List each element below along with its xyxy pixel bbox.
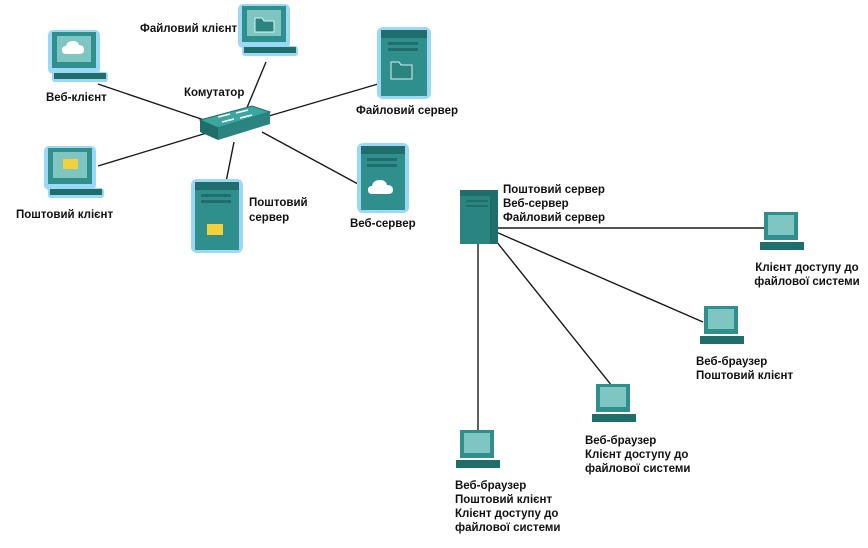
combined-server-icon <box>460 190 498 249</box>
client-d-computer-icon <box>456 430 502 477</box>
client-d-label-4: файлової системи <box>455 522 561 534</box>
file-client-label: Файловий клієнт <box>140 23 238 35</box>
client-c-label-3: файлової системи <box>585 463 691 475</box>
client-d-label-2: Поштовий клієнт <box>455 494 553 506</box>
link-file-server-switch <box>261 83 379 119</box>
web-client-computer-icon <box>46 28 112 93</box>
web-server-icon <box>356 142 410 219</box>
client-d-label-3: Клієнт доступу до <box>455 508 559 520</box>
mail-server-label-line1: Поштовий <box>249 197 308 209</box>
combined-server-label-1: Поштовий сервер <box>503 184 605 196</box>
client-b-label-2: Поштовий клієнт <box>696 370 794 382</box>
web-client-label: Веб-клієнт <box>46 92 107 104</box>
mail-client-label: Поштовий клієнт <box>16 209 114 221</box>
client-a-label-1: Клієнт доступу до <box>755 262 859 274</box>
client-a-computer-icon <box>760 212 806 259</box>
link-web-server-switch <box>261 131 359 185</box>
file-server-icon <box>376 26 432 105</box>
link-server-client-c <box>491 235 613 387</box>
link-mail-server-switch <box>225 141 235 183</box>
link-web-client-switch <box>97 83 211 123</box>
link-mail-client-switch <box>97 131 211 167</box>
switch-icon <box>196 104 272 149</box>
mail-client-computer-icon <box>42 144 108 209</box>
mail-server-icon <box>190 178 244 259</box>
combined-server-label-3: Файловий сервер <box>503 212 606 224</box>
web-server-label: Веб-сервер <box>350 218 416 230</box>
client-b-computer-icon <box>700 306 746 353</box>
client-b-label-1: Веб-браузер <box>696 356 768 368</box>
client-c-label-2: Клієнт доступу до <box>585 449 689 461</box>
link-server-client-b <box>495 231 704 323</box>
mail-server-label-line2: сервер <box>249 212 290 224</box>
client-d-label-1: Веб-браузер <box>455 480 527 492</box>
file-server-label: Файловий сервер <box>356 105 459 117</box>
client-c-computer-icon <box>592 384 638 431</box>
client-c-label-1: Веб-браузер <box>585 435 657 447</box>
combined-server-label-2: Веб-сервер <box>503 198 569 210</box>
file-client-computer-icon <box>236 4 302 67</box>
switch-label: Комутатор <box>184 87 245 99</box>
link-file-client-switch <box>245 61 267 111</box>
client-a-label-2: файлової системи <box>754 276 860 288</box>
